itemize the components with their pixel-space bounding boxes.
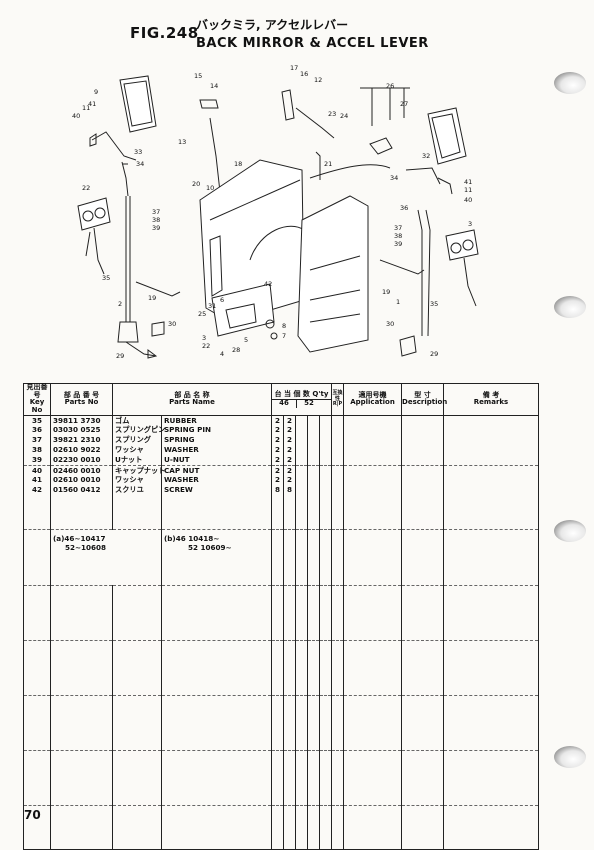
- callout-22: 22: [82, 184, 90, 192]
- table-row: 35 39811 3730 ゴム RUBBER 2 2: [23, 415, 540, 426]
- callout-33: 33: [134, 148, 142, 156]
- callout-19: 19: [148, 294, 156, 302]
- empty-row: [23, 750, 540, 806]
- callout-39: 39: [152, 224, 160, 232]
- header-rp: 互換性 R|P: [331, 383, 345, 416]
- callout-20: 20: [192, 180, 200, 188]
- callout-23: 23: [328, 110, 336, 118]
- callout-24: 24: [340, 112, 348, 120]
- table-row: 42 01560 0412 スクリユ SCREW 8 8: [23, 485, 540, 530]
- callout-10: 10: [206, 184, 214, 192]
- callout-40: 40: [72, 112, 80, 120]
- callout-17: 17: [290, 64, 298, 72]
- table-row: 37 39821 2310 スプリング SPRING 2 2: [23, 435, 540, 446]
- callout-2: 2: [118, 300, 122, 308]
- parts-diagram: 9 41 11 40 15 14 17 16 12 26 27 23 24 13…: [72, 64, 479, 360]
- callout-8: 8: [282, 322, 286, 330]
- callout-18: 18: [234, 160, 242, 168]
- callout-41: 41: [88, 100, 96, 108]
- callout-37: 37: [152, 208, 160, 216]
- page-number: 70: [24, 808, 41, 822]
- callout-31: 31: [208, 302, 216, 310]
- callout-3b: 3: [468, 220, 472, 228]
- note-a-line1: (a)46~10417: [53, 533, 106, 543]
- binder-hole-2: [554, 296, 586, 318]
- callout-11: 11: [82, 104, 90, 112]
- callout-4: 4: [220, 350, 224, 358]
- callout-27: 27: [400, 100, 408, 108]
- fig-number: FIG.248: [130, 24, 199, 42]
- callout-39b: 39: [394, 240, 402, 248]
- binder-hole-4: [554, 746, 586, 768]
- table-row: 41 02610 0010 ワッシャ WASHER 2 2: [23, 475, 540, 486]
- callout-28: 28: [232, 346, 240, 354]
- callout-38b: 38: [394, 232, 402, 240]
- note-b-line1: (b)46 10418~: [164, 533, 220, 543]
- note-a-line2: 52~10608: [65, 542, 107, 552]
- callout-38: 38: [152, 216, 160, 224]
- callout-16: 16: [300, 70, 308, 78]
- callout-13: 13: [178, 138, 186, 146]
- binder-hole-1: [554, 72, 586, 94]
- callout-26: 26: [386, 82, 394, 90]
- note-b-line2: 52 10609~: [188, 542, 232, 552]
- callout-37b: 37: [394, 224, 402, 232]
- callout-7: 7: [282, 332, 286, 340]
- callout-34: 34: [136, 160, 144, 168]
- callout-40b: 40: [464, 196, 472, 204]
- callout-9: 9: [94, 88, 98, 96]
- title-japanese: バックミラ, アクセルレバー: [196, 18, 349, 32]
- table-row: 40 02460 0010 キャップナット CAP NUT 2 2: [23, 465, 540, 476]
- table-row: 38 02610 9022 ワッシャ WASHER 2 2: [23, 445, 540, 456]
- callout-35b: 35: [430, 300, 438, 308]
- callout-34b: 34: [390, 174, 398, 182]
- callout-29b: 29: [430, 350, 438, 358]
- callout-36: 36: [400, 204, 408, 212]
- empty-row: [23, 695, 540, 751]
- callout-30b: 30: [386, 320, 394, 328]
- callout-35: 35: [102, 274, 110, 282]
- callout-6: 6: [220, 296, 224, 304]
- empty-row: [23, 585, 540, 641]
- empty-row: [23, 805, 540, 850]
- title-english: BACK MIRROR & ACCEL LEVER: [196, 36, 429, 51]
- callout-25: 25: [198, 310, 206, 318]
- callout-30: 30: [168, 320, 176, 328]
- callout-3: 3: [202, 334, 206, 342]
- callout-41b: 41: [464, 178, 472, 186]
- callout-32: 32: [422, 152, 430, 160]
- callout-1: 1: [396, 298, 400, 306]
- callout-5: 5: [244, 336, 248, 344]
- callout-21: 21: [324, 160, 332, 168]
- callout-29: 29: [116, 352, 124, 360]
- callout-12: 12: [314, 76, 322, 84]
- callout-19b: 19: [382, 288, 390, 296]
- callout-14: 14: [210, 82, 218, 90]
- callout-22b: 22: [202, 342, 210, 350]
- table-row: 36 03030 0525 スプリングピン SPRING PIN 2 2: [23, 425, 540, 436]
- binder-hole-3: [554, 520, 586, 542]
- empty-row: [23, 640, 540, 696]
- callout-11b: 11: [464, 186, 472, 194]
- callout-15: 15: [194, 72, 202, 80]
- table-row: 39 02230 0010 Uナット U-NUT 2 2: [23, 455, 540, 466]
- callout-42: 42: [264, 280, 272, 288]
